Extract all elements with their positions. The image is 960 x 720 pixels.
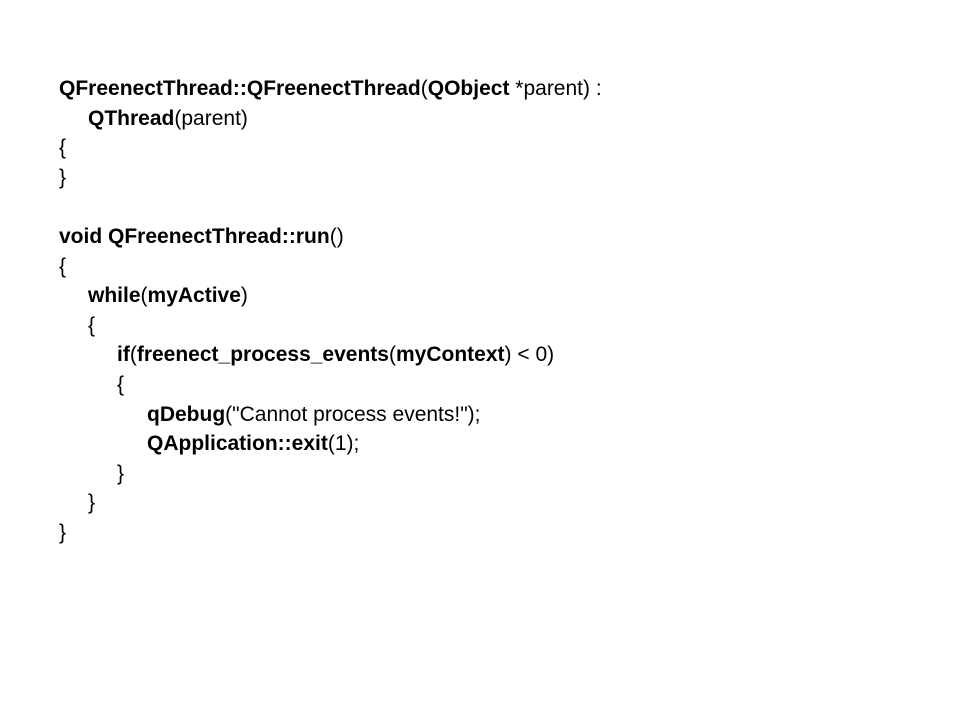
code-token: { — [59, 136, 67, 160]
code-token-bold: QApplication::exit — [147, 432, 328, 456]
code-token-bold: QThread — [88, 106, 175, 130]
code-token: } — [59, 165, 67, 189]
code-line: { — [59, 370, 602, 400]
code-token-bold: freenect_process_events — [136, 343, 389, 367]
code-token: ( — [388, 343, 396, 367]
code-token: { — [59, 254, 67, 278]
code-token-bold: while — [88, 284, 141, 308]
code-line: } — [59, 488, 602, 518]
code-token: ) — [240, 284, 248, 308]
code-token: } — [88, 491, 96, 515]
code-line: } — [59, 518, 602, 548]
code-line: QApplication::exit(1); — [59, 429, 602, 459]
code-block: QFreenectThread::QFreenectThread(QObject… — [59, 74, 602, 548]
code-token: ) < 0) — [504, 343, 555, 367]
code-line: { — [59, 133, 602, 163]
code-token: (parent) — [174, 106, 248, 130]
code-token: } — [59, 520, 67, 544]
code-line: { — [59, 252, 602, 282]
code-line: qDebug("Cannot process events!"); — [59, 400, 602, 430]
code-line: QThread(parent) — [59, 104, 602, 134]
code-line: } — [59, 459, 602, 489]
code-token: ( — [140, 284, 148, 308]
code-line: QFreenectThread::QFreenectThread(QObject… — [59, 74, 602, 104]
code-token: { — [88, 313, 96, 337]
code-token: } — [117, 461, 125, 485]
code-token: ("Cannot process events!"); — [225, 402, 481, 426]
code-line — [59, 192, 602, 222]
code-line: if(freenect_process_events(myContext) < … — [59, 340, 602, 370]
code-token-bold: void QFreenectThread::run — [59, 224, 330, 248]
code-line: { — [59, 311, 602, 341]
code-token: ( — [420, 77, 428, 100]
code-token: (1); — [327, 432, 360, 456]
code-token-bold: myActive — [147, 284, 241, 308]
code-token-bold: qDebug — [147, 402, 226, 426]
code-token-bold: QFreenectThread::QFreenectThread — [59, 77, 421, 100]
code-token: { — [117, 372, 125, 396]
code-line: } — [59, 163, 602, 193]
code-token: *parent) : — [509, 77, 602, 100]
code-token-bold: QObject — [427, 77, 510, 100]
code-line: void QFreenectThread::run() — [59, 222, 602, 252]
code-token-bold: myContext — [395, 343, 505, 367]
code-token: ( — [129, 343, 137, 367]
code-token-bold: if — [117, 343, 130, 367]
code-line: while(myActive) — [59, 281, 602, 311]
code-token: () — [329, 224, 344, 248]
